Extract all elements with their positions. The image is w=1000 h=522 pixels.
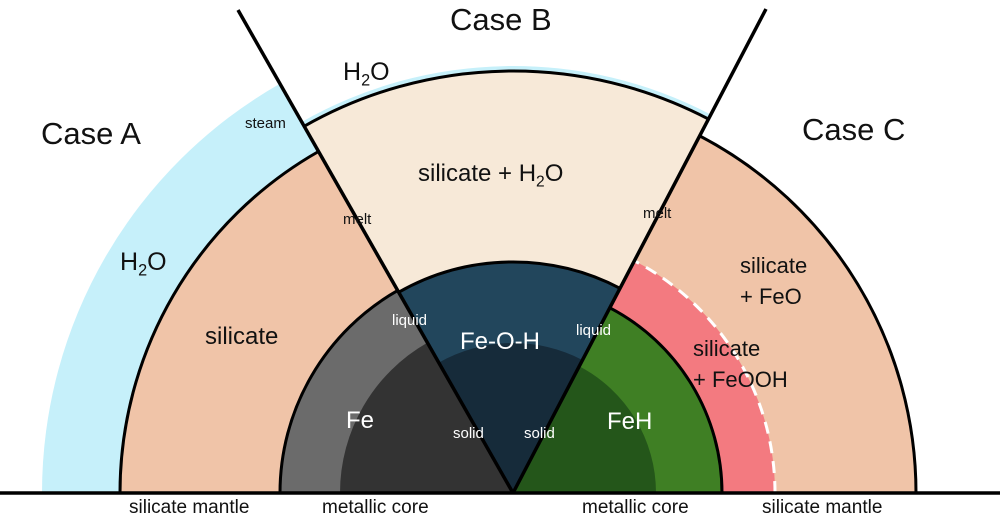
divider-line-left — [236, 9, 515, 494]
case-b-core-outline — [397, 260, 621, 294]
case-a-mantle-outline — [118, 150, 320, 494]
case-b-sector — [301, 66, 711, 493]
bottom-label-right-core: metallic core — [582, 497, 689, 518]
case-a-sector — [42, 83, 513, 494]
bottom-label-right-mantle: silicate mantle — [762, 497, 883, 518]
case-b-title: Case B — [450, 2, 552, 37]
case-c-mantle-outline — [699, 134, 918, 494]
case-a-fe-label: Fe — [346, 407, 375, 434]
case-a-title: Case A — [41, 116, 141, 151]
case-b-silicate-h2o-label: silicate + H2O — [418, 160, 564, 191]
bottom-label-left-mantle: silicate mantle — [129, 497, 250, 518]
case-c-title: Case C — [802, 112, 906, 147]
case-c-solid-label: solid — [524, 425, 555, 442]
case-c-feooh-label-1: silicate — [693, 336, 761, 361]
case-b-feoh-inner-core — [438, 343, 583, 493]
case-c-feh-inner-core — [513, 366, 656, 493]
bottom-label-left-core: metallic core — [322, 497, 429, 518]
case-b-water-label: H2O — [343, 58, 390, 90]
case-a-liquid-label: liquid — [392, 312, 428, 329]
case-c-feooh-label-2: + FeOOH — [693, 367, 788, 392]
case-c-feooh-dashed-boundary — [633, 259, 777, 494]
case-c-feh-label: FeH — [607, 408, 653, 435]
case-b-mantle-outline — [303, 69, 710, 128]
case-a-melt-label: melt — [343, 211, 372, 228]
case-c-core-outline — [609, 306, 724, 494]
case-c-melt-label: melt — [643, 205, 672, 222]
case-c-silicate-feo-label-1: silicate — [740, 253, 808, 278]
case-a-water-label: H2O — [120, 248, 167, 280]
case-c-silicate-feo-label-2: + FeO — [740, 284, 802, 309]
case-a-steam-label: steam — [245, 115, 286, 132]
divider-line-right — [511, 8, 768, 494]
case-c-sector — [513, 134, 918, 494]
case-a-fe-inner-core — [340, 342, 513, 493]
case-c-liquid-label: liquid — [576, 322, 612, 339]
case-b-feoh-label: Fe-O-H — [460, 328, 540, 355]
case-a-solid-label: solid — [453, 425, 484, 442]
case-a-silicate-label: silicate — [205, 323, 279, 350]
case-a-core-outline — [278, 289, 399, 494]
